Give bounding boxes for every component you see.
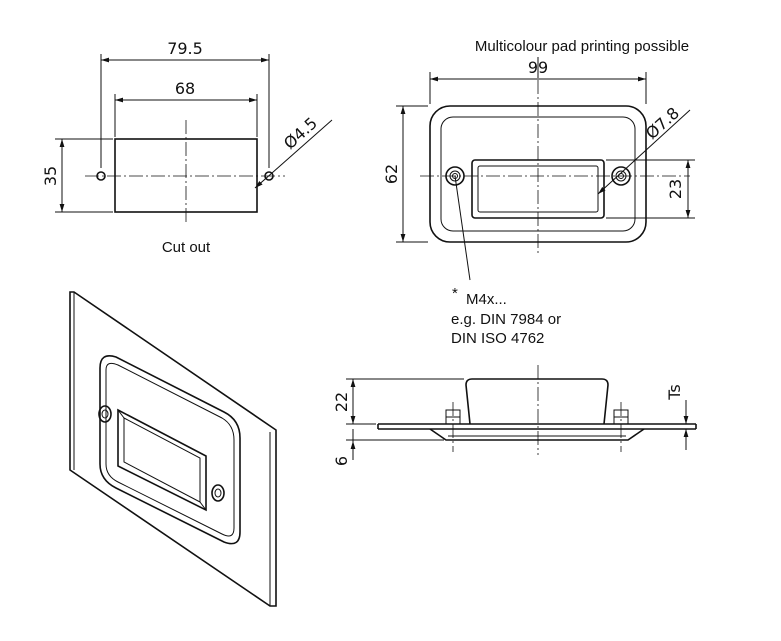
- cutout-dim-height: 35: [41, 166, 60, 186]
- cutout-dim-hole: Ø4.5: [280, 113, 321, 153]
- iso-screw-right: [211, 484, 225, 502]
- side-dim-height: 22: [332, 392, 351, 412]
- front-print-note: Multicolour pad printing possible: [475, 38, 689, 55]
- screw-note-asterisk: *: [452, 285, 458, 302]
- screw-leader: [454, 175, 471, 281]
- screw-note-line3: DIN ISO 4762: [451, 330, 544, 347]
- side-flange: [429, 428, 645, 441]
- isometric-view: [69, 291, 277, 607]
- screw-note-line2: e.g. DIN 7984 or: [451, 311, 561, 328]
- cutout-view: 79.5 68 35 Ø4.5 Cut out: [41, 39, 333, 256]
- screw-note-line1: M4x...: [466, 291, 507, 308]
- front-dim-width: 99: [528, 58, 548, 77]
- cutout-dim-width: 68: [175, 79, 195, 98]
- side-dim-depth: 6: [332, 456, 351, 466]
- front-dim-height: 62: [382, 164, 401, 184]
- screw-note: * M4x... e.g. DIN 7984 or DIN ISO 4762: [451, 285, 561, 347]
- side-dim-ts: Ts: [665, 384, 684, 400]
- side-view: 22 6 Ts: [332, 365, 697, 466]
- side-handle-body: [465, 378, 609, 425]
- iso-screw-left: [98, 405, 112, 423]
- cutout-dim-overall: 79.5: [167, 39, 203, 58]
- iso-handle-flange: [99, 355, 241, 545]
- iso-panel: [69, 291, 277, 607]
- cutout-label: Cut out: [162, 239, 211, 256]
- front-dim-slot: 23: [666, 179, 685, 199]
- front-view: Multicolour pad printing possible 99 62 …: [382, 38, 695, 281]
- front-dim-boss: Ø7.8: [642, 103, 683, 143]
